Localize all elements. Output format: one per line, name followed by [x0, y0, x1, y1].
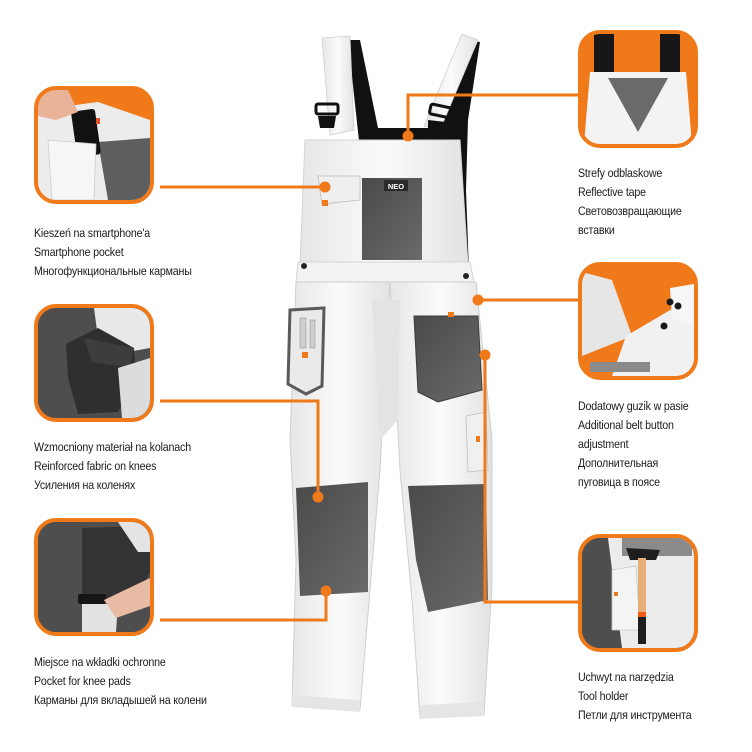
left-knee-panel [296, 482, 368, 596]
caption-knee-pad-pocket: Miejsce na wkładki ochronne Pocket for k… [34, 653, 207, 710]
caption-line-en: Reflective tape [578, 185, 646, 199]
hand-icon [104, 578, 150, 618]
dot-tool-holder [479, 349, 491, 361]
hammer-handle-icon [638, 558, 646, 614]
caption-line-en: Reinforced fabric on knees [34, 459, 157, 473]
caption-smartphone-pocket: Kieszeń na smartphone'a Smartphone pocke… [34, 224, 192, 281]
callout-lines [160, 93, 578, 622]
dot-belt-button [472, 294, 484, 306]
caption-line-pl: Wzmocniony materiał na kolanach [34, 440, 191, 454]
feature-image-tool-holder [578, 534, 698, 652]
caption-line-ru: Карманы для вкладышей на колени [34, 693, 207, 707]
right-knee-panel [408, 484, 488, 612]
reflective-insert [608, 78, 668, 132]
front-straps [314, 33, 479, 136]
trousers [286, 261, 493, 719]
dot-reinforced-knees [312, 491, 324, 503]
caption-line-en-2: adjustment [578, 437, 629, 451]
caption-line-en: Smartphone pocket [34, 245, 124, 259]
caption-line-pl: Miejsce na wkładki ochronne [34, 655, 166, 669]
caption-line-ru: Дополнительная [578, 456, 659, 470]
reflective-tape-photo [582, 34, 694, 144]
belt-button-photo [582, 266, 694, 376]
caption-belt-button: Dodatowy guzik w pasie Additional belt b… [578, 397, 689, 492]
button-icon [666, 298, 674, 306]
feature-image-smartphone-pocket [34, 86, 154, 204]
button-icon [674, 302, 682, 310]
caption-line-ru-2: пуговица в поясе [578, 475, 660, 489]
caption-line-ru: Многофункциональные карманы [34, 264, 192, 278]
knee-photo [38, 308, 150, 418]
feature-image-knee-pad-pocket [34, 518, 154, 636]
knee-pad-photo [38, 522, 150, 632]
caption-reflective-tape: Strefy odblaskowe Reflective tape Светов… [578, 164, 682, 240]
smartphone-pocket-photo [38, 90, 150, 200]
caption-line-pl: Kieszeń na smartphone'a [34, 226, 150, 240]
caption-line-pl: Strefy odblaskowe [578, 166, 663, 180]
caption-line-ru-2: вставки [578, 223, 615, 237]
feature-image-reinforced-knees [34, 304, 154, 422]
neo-logo-text: NEO [388, 182, 404, 191]
dot-smartphone-pocket [319, 181, 331, 193]
feature-image-reflective-tape [578, 30, 698, 148]
neo-logo-tag [384, 180, 408, 191]
caption-reinforced-knees: Wzmocniony materiał na kolanach Reinforc… [34, 438, 191, 495]
caption-line-ru: Петли для инструмента [578, 708, 692, 722]
button-icon [660, 322, 668, 330]
caption-tool-holder: Uchwyt na narzędzia Tool holder Петли дл… [578, 668, 692, 725]
feature-image-belt-button [578, 262, 698, 380]
caption-line-ru: Усиления на коленях [34, 478, 136, 492]
dot-knee-pad-pocket [320, 585, 332, 597]
caption-line-en: Additional belt button [578, 418, 674, 432]
chest-panel [362, 178, 422, 260]
caption-line-ru: Световозвращающие [578, 204, 682, 218]
caption-line-pl: Dodatowy guzik w pasie [578, 399, 689, 413]
tool-holder-photo [582, 538, 694, 648]
bib: NEO [299, 139, 469, 266]
caption-line-en: Pocket for knee pads [34, 674, 131, 688]
hammer-head-icon [626, 548, 660, 560]
caption-line-en: Tool holder [578, 689, 629, 703]
caption-line-pl: Uchwyt na narzędzia [578, 670, 674, 684]
dot-reflective-tape [402, 130, 414, 142]
callout-dots [312, 130, 491, 597]
